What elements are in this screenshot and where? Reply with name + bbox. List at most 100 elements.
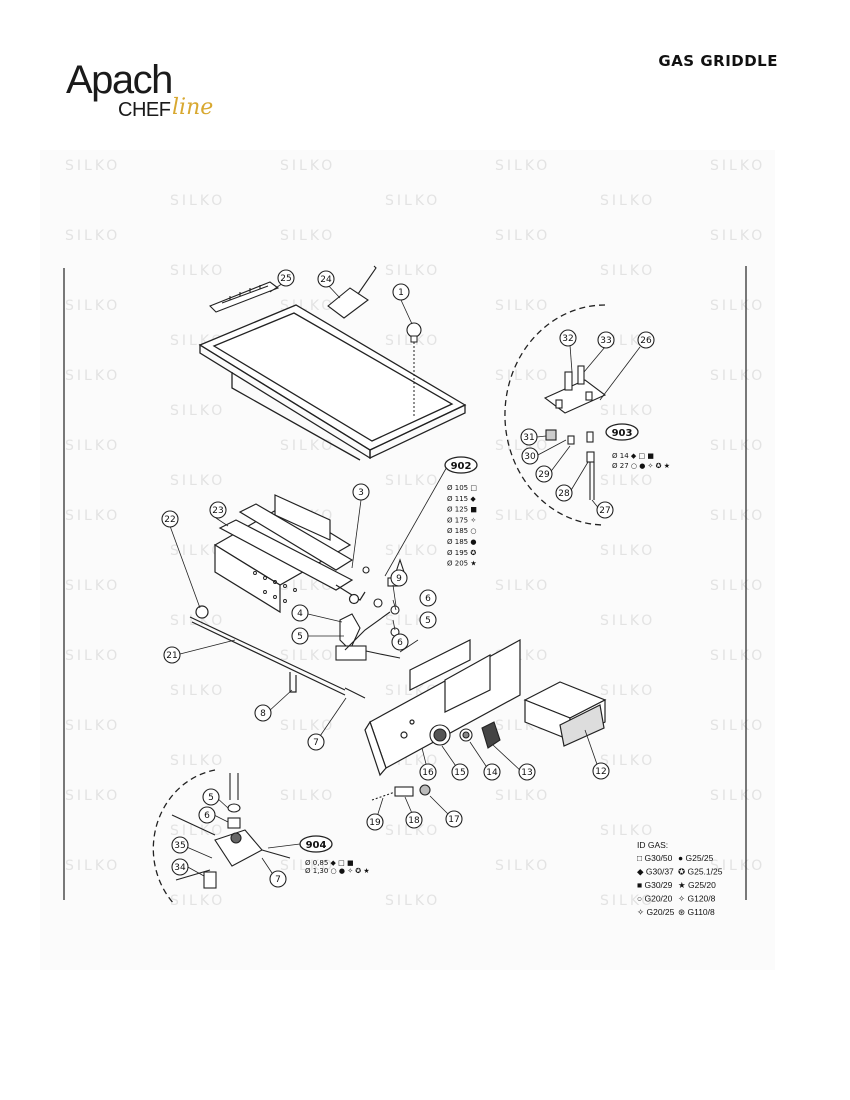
control-knobs [429, 721, 501, 749]
watermark-text: SILKO [65, 648, 120, 664]
callout-number: 7 [313, 738, 319, 748]
watermark-text: SILKO [600, 263, 655, 279]
callout-number: 6 [204, 811, 210, 821]
gas-id-entry: ⊛ G110/8 [678, 907, 715, 917]
callout-layer: 1345556667789121314151617181921222324252… [161, 269, 655, 888]
callout-bubble [291, 627, 309, 645]
callout-bubble [419, 589, 437, 607]
watermark-text: SILKO [385, 263, 440, 279]
callout-number: 23 [212, 506, 223, 516]
watermark-text: SILKO [495, 158, 550, 174]
watermark-text: SILKO [495, 578, 550, 594]
kit-902-specs: Ø 105 □Ø 115 ◆Ø 125 ■Ø 175 ✧Ø 185 ○Ø 185… [447, 484, 477, 568]
callout-bubble [520, 428, 538, 446]
watermark-text: SILKO [280, 858, 335, 874]
drip-tray [523, 681, 607, 747]
callout-bubble [419, 611, 437, 629]
watermark-text: SILKO [710, 858, 765, 874]
callout-bubble [391, 633, 409, 651]
callout-number: 25 [280, 274, 291, 284]
watermark-text: SILKO [710, 788, 765, 804]
scraper-tool [327, 265, 377, 319]
watermark-text: SILKO [65, 368, 120, 384]
callout-number: 26 [640, 336, 652, 346]
callout-bubble [209, 501, 227, 519]
brand-logo-sub: CHEF [118, 99, 171, 121]
callout-bubble [559, 329, 577, 347]
callout-bubble [277, 269, 295, 287]
watermark-text: SILKO [280, 648, 335, 664]
kit-902-label: 902 Ø 105 □Ø 115 ◆Ø 125 ■Ø 175 ✧Ø 185 ○Ø… [444, 456, 478, 568]
callout-number: 33 [600, 336, 611, 346]
callout-number: 30 [524, 452, 536, 462]
callout-bubble [171, 858, 189, 876]
watermark-text: SILKO [170, 753, 225, 769]
callout-number: 19 [369, 818, 381, 828]
callout-bubble [366, 813, 384, 831]
watermark-text: SILKO [600, 893, 655, 909]
watermark-text: SILKO [495, 298, 550, 314]
brand-logo: Apach CHEF line [66, 60, 236, 130]
watermark-text: SILKO [170, 403, 225, 419]
callout-number: 28 [558, 489, 570, 499]
callout-bubble [555, 484, 573, 502]
callout-bubble [419, 763, 437, 781]
watermark-text: SILKO [710, 578, 765, 594]
watermark-text: SILKO [280, 718, 335, 734]
callout-bubble [254, 704, 272, 722]
kit-902-code: 902 [451, 461, 472, 472]
watermark-text: SILKO [495, 228, 550, 244]
watermark-text: SILKO [65, 158, 120, 174]
watermark-text: SILKO [65, 578, 120, 594]
watermark-text: SILKO [65, 858, 120, 874]
gas-id-entry: ★ G25/20 [678, 880, 716, 890]
kit-spec-line: Ø 0,85 ◆ □ ■ [305, 859, 354, 867]
kit-spec-line: Ø 125 ■ [447, 506, 477, 514]
watermark-text: SILKO [170, 893, 225, 909]
splash-guard [209, 281, 280, 313]
watermark-text: SILKO [710, 298, 765, 314]
watermark-text: SILKO [495, 508, 550, 524]
watermark-text: SILKO [600, 683, 655, 699]
callout-number: 13 [521, 768, 532, 778]
watermark-text: SILKO [710, 438, 765, 454]
brand-logo-script: line [172, 95, 214, 120]
callout-bubble [198, 806, 216, 824]
kit-spec-line: Ø 195 ✪ [447, 549, 476, 557]
gas-id-entry: ◆ G30/37 [637, 867, 674, 877]
kit-904-specs: Ø 0,85 ◆ □ ■Ø 1,30 ○ ● ✧ ✪ ★ [305, 859, 370, 875]
watermark-text: SILKO [495, 788, 550, 804]
watermark-text: SILKO [280, 788, 335, 804]
callout-number: 22 [164, 515, 175, 525]
watermark-text: SILKO [170, 683, 225, 699]
callout-number: 8 [260, 709, 266, 719]
watermark-text: SILKO [65, 298, 120, 314]
callout-number: 4 [297, 609, 303, 619]
gas-id-entry: ✪ G25.1/25 [678, 867, 723, 877]
callout-bubble [171, 836, 189, 854]
kit-903-code: 903 [612, 428, 633, 439]
watermark-text: SILKO [710, 718, 765, 734]
document-title: GAS GRIDDLE [658, 52, 778, 70]
callout-bubble [352, 483, 370, 501]
callout-bubble [535, 465, 553, 483]
watermark-text: SILKO [600, 543, 655, 559]
gas-id-rows: □ G30/50● G25/25◆ G30/37✪ G25.1/25■ G30/… [637, 853, 723, 917]
callout-bubble [483, 763, 501, 781]
callout-number: 29 [538, 470, 550, 480]
watermark-text: SILKO [600, 403, 655, 419]
callout-bubble [202, 788, 220, 806]
callout-number: 31 [523, 433, 534, 443]
callout-number: 5 [425, 616, 431, 626]
callout-number: 17 [448, 815, 459, 825]
watermark-text: SILKO [170, 263, 225, 279]
callout-bubble [317, 270, 335, 288]
callout-bubble [518, 763, 536, 781]
callout-number: 1 [398, 288, 404, 298]
callout-number: 21 [166, 651, 177, 661]
callout-bubble [163, 646, 181, 664]
watermark-text: SILKO [710, 508, 765, 524]
callout-number: 27 [599, 506, 610, 516]
burner-tube [218, 503, 366, 605]
gas-id-legend: ID GAS: □ G30/50● G25/25◆ G30/37✪ G25.1/… [637, 840, 723, 917]
